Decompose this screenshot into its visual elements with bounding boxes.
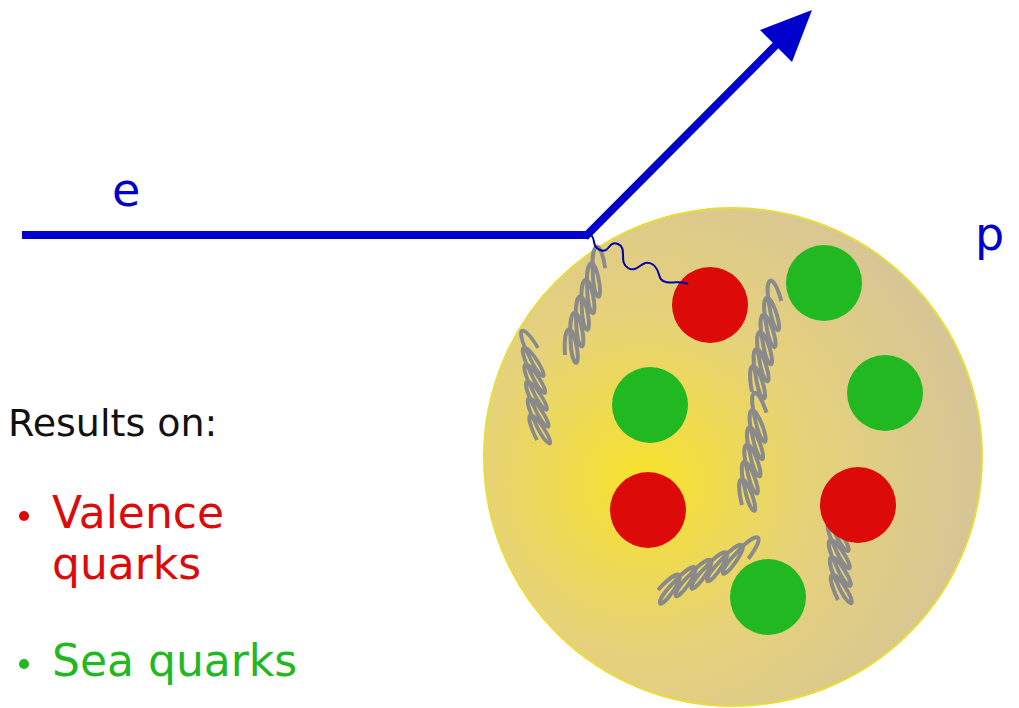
bullet [19, 511, 29, 521]
incoming-electron [22, 231, 588, 239]
proton-circle [484, 208, 982, 706]
bullet [19, 659, 29, 669]
outgoing-electron [585, 43, 778, 237]
gluon-springs [477, 246, 896, 631]
photon [588, 232, 688, 284]
sea-quarks [612, 245, 923, 635]
arrow-head [760, 10, 812, 62]
particle-label: p [975, 208, 1004, 261]
legend-text: Sea quarks [52, 636, 297, 687]
heading-text: Results on: [8, 402, 217, 446]
legend-text: Valence quarks [52, 488, 292, 589]
particle-label: e [112, 164, 140, 217]
